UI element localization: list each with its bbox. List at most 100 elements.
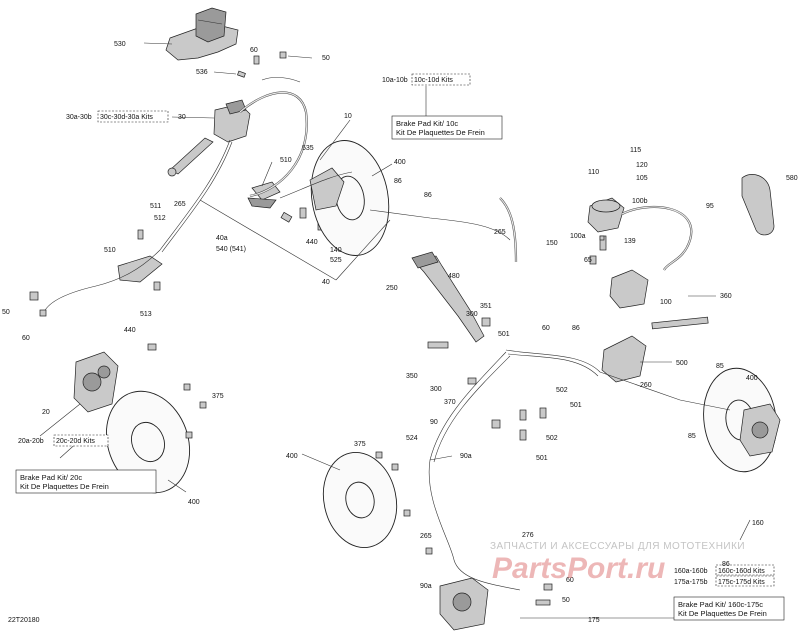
callout-label: 10c-10d Kits <box>414 77 453 84</box>
callout-label: 265 <box>494 229 506 236</box>
callout-label: 400 <box>188 499 200 506</box>
callout-label: 512 <box>154 215 166 222</box>
rear-right-brake-disc <box>703 367 781 473</box>
callout-label: 440 <box>306 239 318 246</box>
callout-label: 10a-10b <box>382 77 408 84</box>
part-510-left-block <box>117 255 163 291</box>
kit-front-right-subtitle: Kit De Plaquettes De Frein <box>396 128 485 137</box>
callout-label: 86 <box>722 561 730 568</box>
part-250-brake-pedal <box>411 251 485 343</box>
part-175-rear-left-caliper <box>439 577 489 631</box>
callout-label: 60 <box>566 577 574 584</box>
callout-label: 501 <box>498 331 510 338</box>
callout-label: 30c-30d-30a Kits <box>100 114 153 121</box>
callout-label: 370 <box>444 399 456 406</box>
kit-front-left-subtitle: Kit De Plaquettes De Frein <box>20 482 109 491</box>
callout-label: 150 <box>546 240 558 247</box>
callout-label: 85 <box>716 363 724 370</box>
callout-label: 40 <box>322 279 330 286</box>
kit-box-front-left: Brake Pad Kit/ 20c Kit De Plaquettes De … <box>15 434 157 494</box>
callout-label: 60 <box>542 325 550 332</box>
callout-label: 105 <box>636 175 648 182</box>
callout-label: 60 <box>22 335 30 342</box>
front-right-brake-disc <box>309 140 390 256</box>
callout-label: 300 <box>466 311 478 318</box>
callout-label: 400 <box>746 375 758 382</box>
callout-label: 86 <box>572 325 580 332</box>
callout-label: 530 <box>114 41 126 48</box>
callout-label: 86 <box>424 192 432 199</box>
rear-left-brake-disc <box>322 452 398 548</box>
callout-label: 115 <box>630 147 641 154</box>
brake-lines <box>43 91 731 591</box>
kit-box-30 <box>97 110 169 123</box>
callout-label: 265 <box>174 201 186 208</box>
callout-label: 20a-20b <box>18 438 44 445</box>
callout-label: 525 <box>330 257 342 264</box>
callout-label: 20c-20d Kits <box>56 438 95 445</box>
callout-label: 513 <box>140 311 152 318</box>
callout-label: 90a <box>460 453 472 460</box>
callout-label: 580 <box>786 175 798 182</box>
callout-label: 160c-160d Kits <box>718 568 765 575</box>
callout-label: 375 <box>354 441 366 448</box>
callout-label: 535 <box>302 145 314 152</box>
callout-label: 50 <box>2 309 10 316</box>
callout-label: 100b <box>632 198 648 205</box>
callout-label: 40a <box>216 235 228 242</box>
callout-label: 20 <box>42 409 50 416</box>
watermark-caption: ЗАПЧАСТИ И АКСЕССУАРЫ ДЛЯ МОТОТЕХНИКИ <box>490 541 746 552</box>
callout-label: 480 <box>448 273 460 280</box>
part-100-rear-master-cylinder <box>587 197 649 309</box>
callout-label: 265 <box>420 533 432 540</box>
callout-label: 350 <box>406 373 418 380</box>
top-bolts <box>237 51 301 83</box>
part-500-pedal-bracket <box>601 335 647 383</box>
part-360-bolt <box>651 316 709 330</box>
callout-label: 95 <box>706 203 714 210</box>
callout-label: 120 <box>636 162 648 169</box>
callout-label: 100 <box>660 299 672 306</box>
kit-front-left-title: Brake Pad Kit/ 20c <box>20 473 82 482</box>
callout-label: 510 <box>104 247 116 254</box>
callout-label: 500 <box>676 360 688 367</box>
callout-label: 440 <box>124 327 136 334</box>
watermark-logo: PartsPort.ru <box>492 552 666 585</box>
callout-label: 400 <box>394 159 406 166</box>
callout-label: 50 <box>322 55 330 62</box>
callout-label: 60 <box>250 47 258 54</box>
callout-label: 501 <box>536 455 548 462</box>
callout-label: 250 <box>386 285 398 292</box>
kit-box-front-right: Brake Pad Kit/ 10c Kit De Plaquettes De … <box>391 73 503 140</box>
kit-box-rear: Brake Pad Kit/ 160c-175c Kit De Plaquett… <box>673 564 785 621</box>
callout-label: 30 <box>178 114 186 121</box>
callout-label: 140 <box>330 247 342 254</box>
front-left-brake-disc <box>105 390 191 494</box>
callout-label: 160a-160b <box>674 568 708 575</box>
kit-rear-subtitle: Kit De Plaquettes De Frein <box>678 609 767 618</box>
kit-rear-title: Brake Pad Kit/ 160c-175c <box>678 600 763 609</box>
callout-label: 100a <box>570 233 586 240</box>
part-20-front-left-caliper <box>73 351 119 413</box>
part-580-boot <box>741 174 775 236</box>
callout-label: 85 <box>688 433 696 440</box>
callout-label: 511 <box>150 203 161 210</box>
callout-label: 540 (541) <box>216 246 246 253</box>
part-30-front-master-cylinder <box>167 99 251 177</box>
callout-label: 360 <box>720 293 732 300</box>
part-95-reservoir-hose <box>621 205 693 271</box>
callout-label: 30a-30b <box>66 114 92 121</box>
callout-label: 502 <box>546 435 558 442</box>
callout-label: 510 <box>280 157 292 164</box>
callout-label: 536 <box>196 69 208 76</box>
part-150-hose <box>499 197 518 263</box>
part-530-cover <box>165 7 239 61</box>
callout-label: 351 <box>480 303 492 310</box>
callout-label: 400 <box>286 453 298 460</box>
callout-label: 175a-175b <box>674 579 708 586</box>
callout-label: 375 <box>212 393 224 400</box>
callout-label: 175 <box>588 617 600 624</box>
callout-label: 110 <box>588 169 599 176</box>
callout-label: 175c-175d Kits <box>718 579 765 586</box>
